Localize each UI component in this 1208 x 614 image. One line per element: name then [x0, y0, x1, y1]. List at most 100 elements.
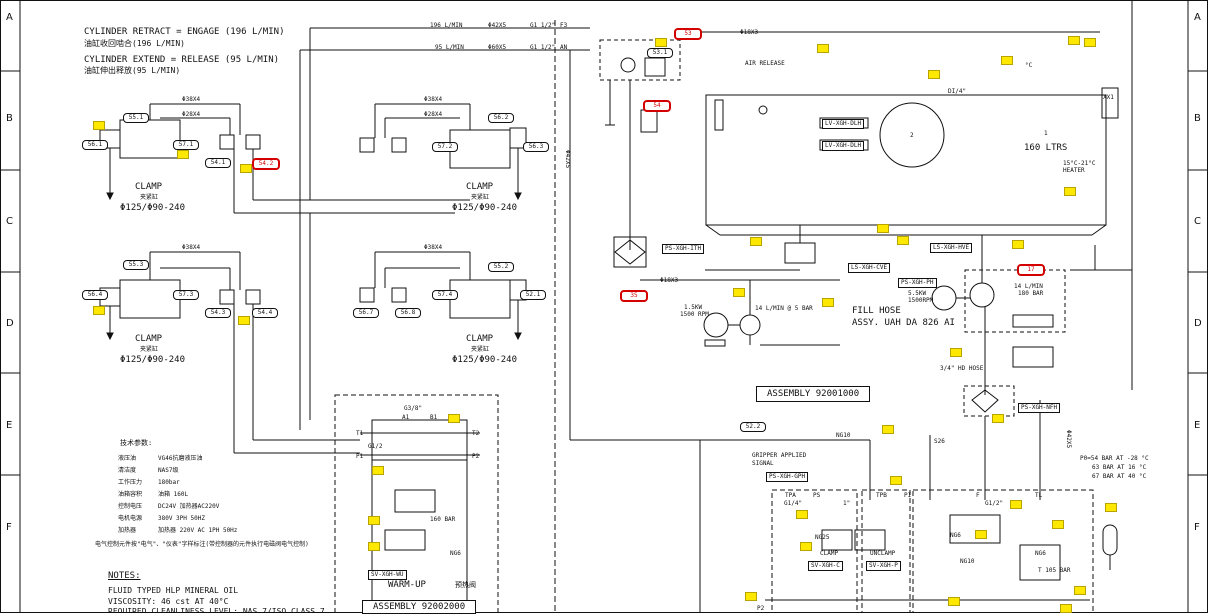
comment-marker[interactable] — [368, 542, 380, 551]
tag-35-highlight[interactable]: 35 — [620, 290, 648, 302]
comment-marker[interactable] — [1052, 520, 1064, 529]
tag-17-highlight[interactable]: 17 — [1017, 264, 1045, 276]
tag-54-4[interactable]: 54.4 — [252, 308, 278, 318]
tag-53-1[interactable]: 53.1 — [647, 48, 673, 58]
comment-marker[interactable] — [817, 44, 829, 53]
comment-marker[interactable] — [992, 414, 1004, 423]
comment-marker[interactable] — [655, 38, 667, 47]
grid-row-e-right: E — [1194, 420, 1201, 431]
comment-marker[interactable] — [372, 466, 384, 475]
comment-marker[interactable] — [822, 298, 834, 307]
gripper-title: GRIPPER APPLIED — [752, 452, 807, 459]
comment-marker[interactable] — [1010, 500, 1022, 509]
tag-56-4[interactable]: 56.4 — [82, 290, 108, 300]
comment-marker[interactable] — [1001, 56, 1013, 65]
tag-56-1[interactable]: 56.1 — [82, 140, 108, 150]
spec-key-4: 油箱容积 — [118, 491, 143, 498]
tag-56-7[interactable]: 56.7 — [353, 308, 379, 318]
clamp-cn-1: 夹紧缸 — [140, 194, 159, 201]
warm-port-p2: P2 — [472, 453, 480, 460]
comment-marker[interactable] — [882, 425, 894, 434]
sv-xgh-wu[interactable]: SV-XGH-WU — [368, 570, 407, 580]
tank-capacity: 160 LTRS — [1024, 143, 1068, 153]
comment-marker[interactable] — [238, 316, 250, 325]
tag-57-3[interactable]: 57.3 — [173, 290, 199, 300]
warm-port-p1: P1 — [356, 453, 364, 460]
comment-marker[interactable] — [1084, 38, 1096, 47]
tag-52-2[interactable]: 52.2 — [740, 422, 766, 432]
ps-xgh-ith[interactable]: PS-XGH-ITH — [662, 244, 705, 254]
comment-marker[interactable] — [897, 236, 909, 245]
comment-marker[interactable] — [1074, 586, 1086, 595]
spec-key-1: 液压油 — [118, 455, 137, 462]
grid-row-a-left: A — [6, 12, 13, 23]
comment-marker[interactable] — [177, 150, 189, 159]
tag-54-2-highlight[interactable]: 54.2 — [252, 158, 280, 170]
sv-xgh-c[interactable]: SV-XGH-C — [808, 561, 843, 571]
tag-54-highlight[interactable]: 54 — [643, 100, 671, 112]
tag-54-3[interactable]: 54.3 — [205, 308, 231, 318]
ps-xgh-ph[interactable]: PS-XGH-PH — [898, 278, 937, 288]
tag-56-2[interactable]: 56.2 — [488, 113, 514, 123]
gripper-ng10b: NG10 — [960, 558, 975, 565]
tag-55-2[interactable]: 55.2 — [488, 262, 514, 272]
comment-marker[interactable] — [890, 476, 902, 485]
tag-57-2[interactable]: 57.2 — [432, 142, 458, 152]
tank-item-1: 1 — [1044, 130, 1048, 137]
comment-marker[interactable] — [1064, 187, 1076, 196]
spec-key-6: 电机电源 — [118, 515, 143, 522]
spec-val-2: NAS7级 — [158, 467, 179, 474]
main-pump-flow: 14 L/MIN — [1014, 283, 1043, 290]
tag-53-highlight[interactable]: 53 — [674, 28, 702, 40]
comment-marker[interactable] — [745, 592, 757, 601]
tag-55-3[interactable]: 55.3 — [123, 260, 149, 270]
level-switch-2[interactable]: LV-XGH-DLH — [822, 141, 865, 151]
pipe-38x4-a: Φ38X4 — [182, 96, 201, 103]
ps-xgh-gph[interactable]: PS-XGH-GPH — [766, 472, 809, 482]
comment-marker[interactable] — [1060, 604, 1072, 613]
comment-marker[interactable] — [950, 348, 962, 357]
ps-xgh-nfh[interactable]: PS-XGH-NFH — [1018, 403, 1061, 413]
tank-item-2: 2 — [910, 132, 914, 139]
sv-xgh-p[interactable]: SV-XGH-P — [866, 561, 901, 571]
spec-val-6: 380V 3PH 50HZ — [158, 515, 205, 522]
comment-marker[interactable] — [1068, 36, 1080, 45]
tag-56-3[interactable]: 56.3 — [523, 142, 549, 152]
comment-marker[interactable] — [800, 542, 812, 551]
spec-key-2: 清洁度 — [118, 467, 137, 474]
pipe-38x4-b: Φ38X4 — [424, 96, 443, 103]
warm-up-label: WARM-UP — [388, 580, 426, 590]
tag-57-1[interactable]: 57.1 — [173, 140, 199, 150]
comment-marker[interactable] — [240, 164, 252, 173]
comment-marker[interactable] — [448, 414, 460, 423]
level-switch-1[interactable]: LV-XGH-DLH — [822, 119, 865, 129]
notes-title: NOTES: — [108, 571, 141, 581]
warm-port-t1: T1 — [356, 430, 364, 437]
comment-marker[interactable] — [1012, 240, 1024, 249]
comment-marker[interactable] — [93, 121, 105, 130]
comment-marker[interactable] — [877, 224, 889, 233]
comment-marker[interactable] — [975, 530, 987, 539]
spec-val-4: 油箱 160L — [158, 491, 189, 498]
spec-footer: 电气控制元件按"电气"、"仪表"字样标注(带控制器的元件执行电磁阀电气控制) — [95, 541, 309, 548]
comment-marker[interactable] — [796, 510, 808, 519]
gripper-s26: S26 — [934, 438, 945, 445]
grid-row-b-right: B — [1194, 113, 1201, 124]
ls-xgh-hve[interactable]: LS-XGH-HVE — [930, 243, 973, 253]
gripper-g1: 1" — [843, 500, 851, 507]
comment-marker[interactable] — [733, 288, 745, 297]
tag-54-1[interactable]: 54.1 — [205, 158, 231, 168]
comment-marker[interactable] — [93, 306, 105, 315]
comment-marker[interactable] — [948, 597, 960, 606]
comment-marker[interactable] — [750, 237, 762, 246]
ls-xgh-cve[interactable]: LS-XGH-CVE — [848, 263, 891, 273]
comment-marker[interactable] — [1105, 503, 1117, 512]
main-pump-rpm: 1500RPM — [908, 297, 934, 304]
tag-56-8[interactable]: 56.8 — [395, 308, 421, 318]
comment-marker[interactable] — [928, 70, 940, 79]
comment-marker[interactable] — [368, 516, 380, 525]
tag-52-1[interactable]: 52.1 — [520, 290, 546, 300]
tag-55-1[interactable]: 55.1 — [123, 113, 149, 123]
clamp-title-2: CLAMP — [466, 182, 494, 192]
tag-57-4[interactable]: 57.4 — [432, 290, 458, 300]
